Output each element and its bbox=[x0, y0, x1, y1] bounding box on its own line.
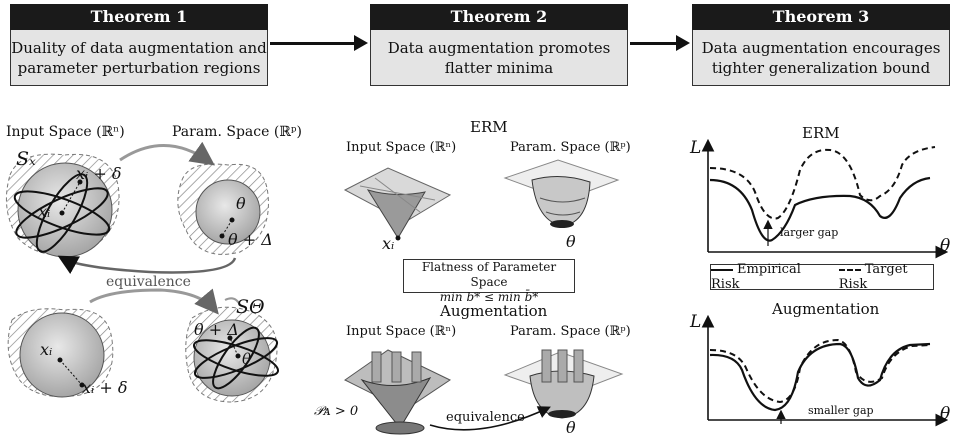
theorem-3-line2: tighter generalization bound bbox=[711, 58, 931, 77]
larger-gap-label: larger gap bbox=[780, 226, 839, 239]
erm-target-risk-curve bbox=[709, 146, 936, 220]
input-space-region-bottom bbox=[7, 308, 114, 398]
arrow-2-to-3 bbox=[630, 35, 690, 51]
middle-aug-title: Augmentation bbox=[440, 302, 548, 320]
input-space-region-top bbox=[5, 153, 120, 258]
param-space-region-bottom bbox=[185, 306, 280, 403]
xi-label-bottom: xᵢ bbox=[40, 340, 53, 359]
theorem-1-title: Theorem 1 bbox=[10, 4, 268, 30]
left-equivalence-label: equivalence bbox=[106, 274, 191, 290]
middle-aug-param-label: Param. Space (ℝᵖ) bbox=[510, 324, 631, 339]
left-param-space-label: Param. Space (ℝᵖ) bbox=[172, 124, 302, 140]
erm-risk-plot bbox=[701, 138, 949, 259]
theta-delta-label-top: θ + Δ bbox=[228, 230, 273, 249]
aug-target-risk-curve bbox=[709, 338, 931, 404]
stheta-label: SΘ bbox=[236, 296, 265, 318]
theorem-3-body: Data augmentation encourages tighter gen… bbox=[692, 30, 950, 86]
right-aug-L: L bbox=[690, 312, 702, 332]
arrow-input-to-param-bottom bbox=[89, 288, 219, 315]
arrow-input-to-param bbox=[119, 141, 215, 166]
erm-param-surface bbox=[503, 159, 620, 228]
theorem-3-title: Theorem 3 bbox=[692, 4, 950, 30]
xi-delta-label-bottom: xᵢ + δ bbox=[82, 378, 128, 397]
equivalence-arrow-middle bbox=[429, 406, 551, 431]
theorem-2-box: Theorem 2 Data augmentation promotes fla… bbox=[370, 4, 628, 86]
theorem-1-line1: Duality of data augmentation and bbox=[11, 38, 267, 57]
sx-label: Sₓ bbox=[16, 148, 36, 170]
theorem-1-body: Duality of data augmentation and paramet… bbox=[10, 30, 268, 86]
left-input-space-label: Input Space (ℝⁿ) bbox=[6, 124, 125, 140]
middle-erm-title: ERM bbox=[470, 118, 508, 136]
flatness-line2: min b* ≤ min b̄* bbox=[439, 290, 539, 304]
arrow-1-to-2 bbox=[270, 35, 368, 51]
legend-target: Target Risk bbox=[838, 262, 908, 292]
theorem-2-body: Data augmentation promotes flatter minim… bbox=[370, 30, 628, 86]
aug-risk-plot bbox=[701, 314, 949, 427]
erm-empirical-risk-curve bbox=[709, 176, 931, 242]
middle-aug-theta: θ bbox=[566, 418, 576, 437]
theorem-2-line2: flatter minima bbox=[444, 58, 554, 77]
middle-erm-param-label: Param. Space (ℝᵖ) bbox=[510, 140, 631, 155]
theta-label-top: θ bbox=[236, 194, 246, 213]
p-a-label: 𝒫ᴀ > 0 bbox=[314, 404, 359, 419]
theta-label-bottom: θ bbox=[242, 350, 252, 368]
right-erm-title: ERM bbox=[802, 124, 840, 142]
xi-delta-label-top: xᵢ + δ bbox=[76, 164, 122, 183]
middle-equivalence-label: equivalence bbox=[446, 410, 525, 425]
flatness-line1: Flatness of Parameter Space bbox=[421, 260, 557, 289]
theorem-2-line1: Data augmentation promotes bbox=[387, 38, 611, 57]
smaller-gap-label: smaller gap bbox=[808, 404, 874, 417]
xi-label-top: xᵢ bbox=[38, 202, 51, 221]
param-space-region-top bbox=[177, 163, 269, 255]
erm-input-surface bbox=[343, 167, 452, 241]
theorem-3-box: Theorem 3 Data augmentation encourages t… bbox=[692, 4, 950, 86]
middle-erm-xi: xᵢ bbox=[382, 234, 395, 253]
right-erm-theta: θ bbox=[940, 236, 951, 256]
equivalence-arrow-top bbox=[57, 255, 237, 275]
theorem-1-line2: parameter perturbation regions bbox=[17, 58, 261, 77]
risk-legend: Empirical Risk Target Risk bbox=[710, 262, 934, 292]
right-aug-title: Augmentation bbox=[772, 300, 880, 318]
theorem-3-line1: Data augmentation encourages bbox=[701, 38, 941, 57]
flatness-box: Flatness of Parameter Space min b* ≤ min… bbox=[403, 259, 575, 304]
aug-input-surface bbox=[344, 349, 452, 435]
middle-aug-input-label: Input Space (ℝⁿ) bbox=[346, 324, 457, 339]
theorem-2-title: Theorem 2 bbox=[370, 4, 628, 30]
theorem-1-box: Theorem 1 Duality of data augmentation a… bbox=[10, 4, 268, 86]
right-aug-theta: θ bbox=[940, 404, 951, 424]
aug-param-surface bbox=[503, 349, 624, 419]
theta-delta-label-bottom: θ + Δ bbox=[194, 320, 239, 339]
middle-erm-theta: θ bbox=[566, 232, 576, 251]
legend-empirical: Empirical Risk bbox=[711, 262, 801, 292]
middle-erm-input-label: Input Space (ℝⁿ) bbox=[346, 140, 457, 155]
right-erm-L: L bbox=[690, 138, 702, 158]
